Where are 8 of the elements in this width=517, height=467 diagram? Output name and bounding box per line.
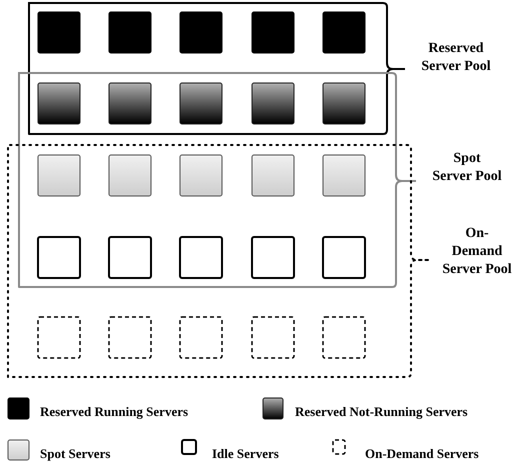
legend-label: Spot Servers [40, 446, 110, 462]
legend-label: Idle Servers [212, 446, 279, 462]
pool-label: Reserved Server Pool [421, 40, 491, 76]
legend-label: On-Demand Servers [365, 446, 479, 462]
pool-label: On-Demand Server Pool [442, 225, 512, 279]
legend-label: Reserved Running Servers [40, 404, 188, 420]
legend-label: Reserved Not-Running Servers [295, 404, 468, 420]
pool-label: Spot Server Pool [432, 150, 502, 186]
